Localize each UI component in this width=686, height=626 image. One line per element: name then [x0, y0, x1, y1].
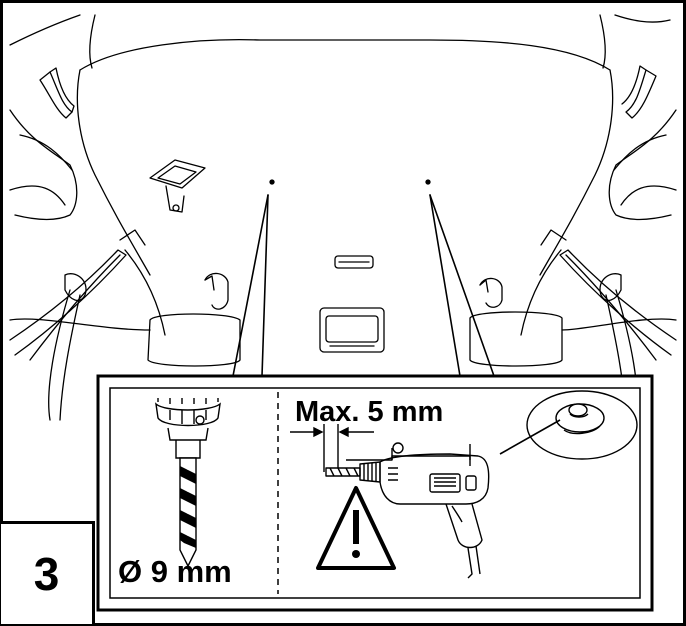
max-depth-label: Max. 5 mm: [295, 396, 443, 428]
drill-bit-icon: [179, 457, 197, 568]
car-interior-lines: [9, 14, 677, 421]
drilled-hole-detail-icon: [499, 390, 638, 460]
step-number-box: 3: [1, 521, 95, 624]
drill-bit-diameter-label: Ø 9 mm: [118, 554, 232, 589]
warning-triangle-icon: [316, 486, 396, 570]
drill-chuck-icon: [155, 398, 221, 459]
power-drill-icon: [325, 442, 490, 579]
depth-dimension-lines: [290, 424, 374, 472]
step-number: 3: [33, 548, 60, 600]
